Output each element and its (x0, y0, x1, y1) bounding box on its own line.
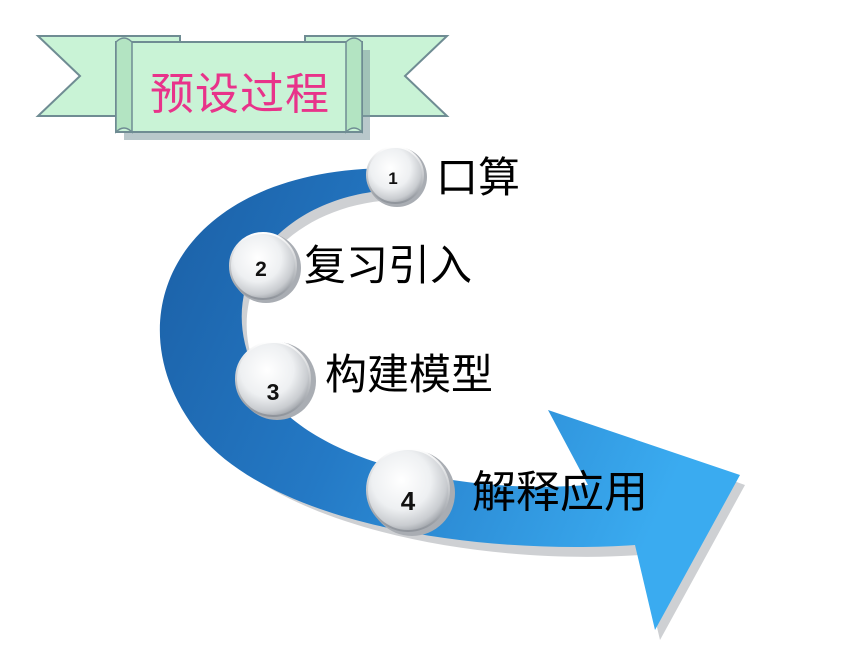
step-node-1: 1 (366, 146, 427, 207)
step-node-3: 3 (235, 341, 316, 420)
title-banner (35, 35, 450, 140)
step-number-2: 2 (255, 258, 267, 281)
step-label-1: 口算 (436, 153, 521, 202)
step-label-2: 复习引入 (304, 241, 473, 290)
step-label-4: 解释应用 (472, 467, 648, 518)
step-ball-2 (229, 232, 297, 300)
banner-plate (115, 41, 363, 133)
step-label-3: 构建模型 (325, 350, 494, 399)
arrow-body (159, 168, 740, 630)
step-number-3: 3 (267, 379, 280, 405)
page-title: 预设过程 (150, 69, 330, 120)
step-node-2: 2 (229, 232, 301, 303)
step-ball-1 (366, 146, 424, 204)
step-number-1: 1 (388, 169, 397, 188)
step-ball-3 (235, 341, 311, 417)
step-ball-4 (366, 448, 450, 532)
curved-arrow (159, 168, 745, 640)
step-number-4: 4 (401, 486, 416, 516)
step-node-4: 4 (366, 448, 455, 536)
